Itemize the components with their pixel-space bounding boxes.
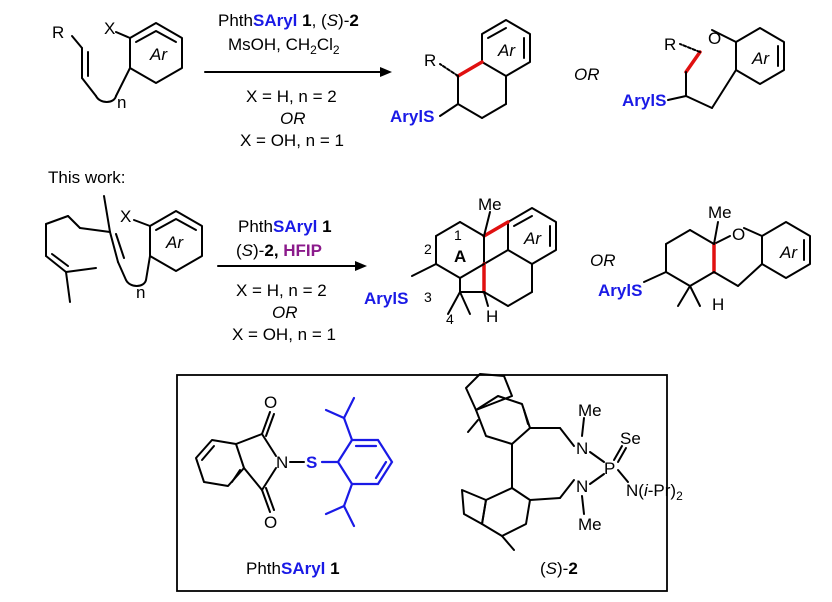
row2-substrate-ar-label: Ar [165, 233, 184, 252]
row1-cond1: X = H, n = 2 [246, 87, 337, 106]
reagent2-amine-pr: -Pr) [648, 481, 676, 500]
row2-comma: , [274, 241, 283, 260]
row2-product1-h-label: H [486, 307, 498, 326]
row1-conditions: PhthSAryl 1, (S)-2 MsOH, CH2Cl2 X = H, n… [218, 11, 359, 150]
row1-reagent-phth: Phth [218, 11, 253, 30]
row2-product1-pos2: 2 [424, 241, 432, 257]
row2-product1-pos3: 3 [424, 289, 432, 305]
reagent2-label: (S)-2 [540, 559, 578, 578]
reagent2-label-s: S [546, 559, 558, 578]
row1-product1-r-label: R [424, 51, 436, 70]
row2-product2: Ar O Me H ArylS [598, 203, 811, 314]
row2-product1-ar-label: Ar [523, 229, 542, 248]
row1-substrate-x-label: X [104, 19, 115, 38]
reagent1-o2: O [264, 513, 277, 532]
row1-product2-aryls-label: ArylS [622, 91, 666, 110]
row2-substrate: Ar X n [45, 195, 203, 303]
row2-product1: Ar A Me H ArylS 1 2 3 4 [364, 195, 557, 327]
row1-reagent-1: 1 [297, 11, 311, 30]
row2-conditions: PhthSAryl 1 (S)-2, HFIP X = H, n = 2 OR … [232, 217, 336, 344]
reagent2-amine: N(i-Pr)2 [626, 481, 683, 503]
reagent2-se: Se [620, 429, 641, 448]
reagent1-label-num: 1 [325, 559, 339, 578]
reagent1-o1: O [264, 393, 277, 412]
row2-reagent-2: 2 [264, 241, 273, 260]
row2-cond2: X = OH, n = 1 [232, 325, 336, 344]
row1-sub-2a: 2 [310, 43, 317, 57]
row2-product1-pos4: 4 [446, 311, 454, 327]
row2-substrate-n-label: n [136, 283, 145, 302]
row1-product2-ar-label: Ar [751, 49, 770, 68]
this-work-label: This work: [48, 168, 125, 187]
row1-or-between: OR [574, 65, 600, 84]
row1-substrate-r-label: R [52, 23, 64, 42]
row2-product1-pos1: 1 [454, 227, 462, 243]
reagent-box [176, 374, 668, 592]
row2-cond1: X = H, n = 2 [236, 281, 327, 300]
row1-substrate-n-label: n [117, 93, 126, 112]
svg-text:PhthSAryl 1: PhthSAryl 1 [238, 217, 332, 236]
row2-substrate-x-label: X [120, 207, 131, 226]
row1-reagent-2: 2 [349, 11, 358, 30]
row1-cond2: X = OH, n = 1 [240, 131, 344, 150]
row1-arrow [204, 67, 392, 77]
row2-hfip: HFIP [283, 241, 322, 260]
svg-text:MsOH, CH2Cl2: MsOH, CH2Cl2 [228, 35, 340, 57]
reagent2-structure: N N P Me Me Se N(i-Pr)2 [461, 373, 683, 551]
reagent1-structure: O O N S [195, 393, 394, 532]
row1-cl: Cl [317, 35, 333, 54]
reagent2-amine-sub: 2 [676, 489, 683, 503]
reagent2-n2: N [576, 477, 588, 496]
reagent1-n: N [276, 453, 288, 472]
reagent2-label-paren: ( [540, 559, 546, 578]
row1-product2-r-label: R [664, 35, 676, 54]
reagent2-amine-n: N( [626, 481, 644, 500]
row1-product1-ar-label: Ar [497, 41, 516, 60]
reagent2-me2: Me [578, 515, 602, 534]
row2-product1-aryls-label: ArylS [364, 289, 408, 308]
row2-product2-h-label: H [712, 295, 724, 314]
row2-paren: ( [236, 241, 242, 260]
reagent2-n1: N [576, 439, 588, 458]
row1-product1-aryls-label: ArylS [390, 107, 434, 126]
row2-or-between: OR [590, 251, 616, 270]
row2-close: )- [253, 241, 264, 260]
row2-or-mid: OR [272, 303, 298, 322]
row1-reagent-saryl: SAryl [253, 11, 297, 30]
reagent2-label-num: 2 [568, 559, 577, 578]
row1-sub-2b: 2 [333, 43, 340, 57]
row1-reagent-paren: , ( [312, 11, 327, 30]
row2-product1-ring-a: A [454, 247, 466, 266]
row1-substrate-ar-label: Ar [149, 45, 168, 64]
row1-product2-o-label: O [708, 29, 721, 48]
row2-reagent-saryl: SAryl [273, 217, 317, 236]
reagent1-label-saryl: SAryl [281, 559, 325, 578]
row2-product2-ar-label: Ar [779, 243, 798, 262]
row2-product2-aryls-label: ArylS [598, 281, 642, 300]
row2-reagent-phth: Phth [238, 217, 273, 236]
reagent1-s: S [306, 453, 317, 472]
row1-substrate: Ar X R n [52, 19, 183, 112]
reagent1-label: PhthSAryl 1 [246, 559, 340, 578]
row1-msoh: MsOH, CH [228, 35, 310, 54]
row1-product2: Ar O R ArylS [622, 27, 785, 110]
reagent2-me1: Me [578, 401, 602, 420]
row1-or-mid: OR [280, 109, 306, 128]
row2-product2-o-label: O [732, 225, 745, 244]
row1-product1: Ar R ArylS [390, 19, 531, 126]
row1-reagent-s: S [327, 11, 339, 30]
svg-text:PhthSAryl 1, (S)-2: PhthSAryl 1, (S)-2 [218, 11, 359, 30]
reagent2-label-close: )- [557, 559, 568, 578]
row1-reagent-close: )- [338, 11, 349, 30]
row2-arrow [217, 261, 367, 271]
reagent1-label-phth: Phth [246, 559, 281, 578]
row2-product1-me-label: Me [478, 195, 502, 214]
reagent2-p: P [604, 459, 615, 478]
row2-product2-me-label: Me [708, 203, 732, 222]
row2-reagent-1: 1 [317, 217, 331, 236]
reagent2-amine-i: i [644, 481, 649, 500]
svg-text:(S)-2, HFIP: (S)-2, HFIP [236, 241, 322, 260]
row2-s: S [242, 241, 254, 260]
